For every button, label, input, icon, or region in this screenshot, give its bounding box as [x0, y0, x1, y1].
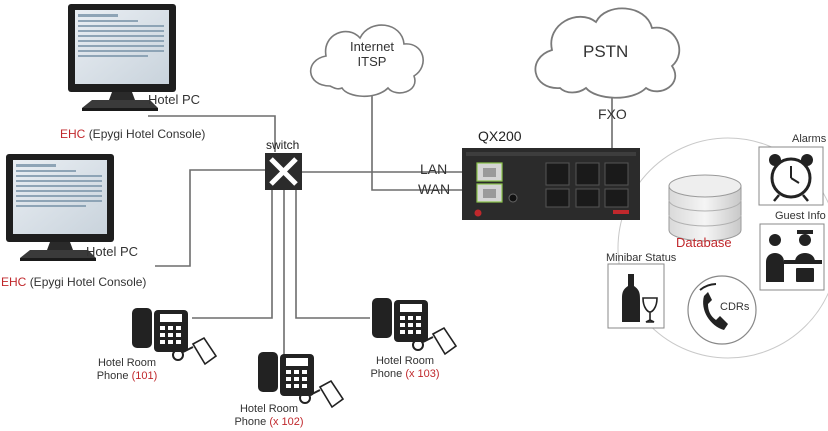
connection-lines	[148, 90, 613, 383]
phone-102-line1: Hotel Room	[239, 403, 299, 415]
alarms-label: Alarms	[792, 133, 827, 145]
phone-103-extension: (x 103)	[405, 367, 440, 380]
guest-info-icon	[759, 223, 825, 291]
lan-label: LAN	[420, 161, 448, 177]
switch-to-phone103-line	[295, 190, 370, 319]
phone-103-icon	[372, 298, 428, 342]
hotel-pc-2-console-label: EHC (Epygi Hotel Console)	[1, 275, 147, 290]
qx200-device-icon	[462, 148, 640, 220]
internet-label: Internet	[349, 39, 395, 54]
cdrs-label: CDRs	[720, 301, 750, 313]
phone-102-label: Hotel Room Phone (x 102)	[228, 403, 310, 428]
wan-label: WAN	[418, 181, 451, 197]
switch-label: switch	[266, 138, 300, 152]
minibar-icon	[607, 263, 665, 329]
room-key-103-icon	[412, 326, 458, 356]
switch-to-phone102-line	[283, 190, 312, 383]
phone-103-label: Hotel Room Phone (x 103)	[364, 355, 446, 380]
internet-to-wan-line	[371, 92, 462, 191]
ehc-tag: EHC	[60, 127, 86, 141]
ehc-tag: EHC	[1, 275, 27, 289]
phone-101-prefix: Phone	[96, 369, 132, 382]
pstn-cloud	[534, 7, 681, 99]
hotel-pc-1-monitor	[68, 4, 176, 111]
internet-cloud	[309, 24, 424, 98]
ehc-desc: (Epygi Hotel Console)	[29, 275, 147, 289]
database-icon	[668, 174, 742, 242]
hotel-pc-1-console-label: EHC (Epygi Hotel Console)	[60, 127, 206, 142]
itsp-label: ITSP	[357, 53, 387, 69]
pc1-to-switch-line	[148, 115, 276, 152]
hotel-pc-2-label: Hotel PC	[86, 244, 139, 259]
ehc-desc: (Epygi Hotel Console)	[88, 127, 206, 141]
phone-103-line1: Hotel Room	[375, 355, 435, 367]
database-label: Database	[676, 235, 732, 250]
phone-101-icon	[132, 308, 188, 352]
pstn-label: PSTN	[583, 42, 629, 61]
pc2-to-switch-line	[155, 169, 265, 267]
switch-icon	[265, 153, 302, 190]
fxo-label: FXO	[598, 106, 627, 122]
internet-cloud-label: Internet ITSP	[336, 39, 408, 70]
phone-102-prefix: Phone	[234, 415, 270, 428]
phone-101-label: Hotel Room Phone (101)	[88, 357, 166, 382]
cdr-icon	[687, 275, 757, 345]
room-key-102-icon	[299, 379, 345, 409]
hotel-pc-1-label: Hotel PC	[148, 92, 201, 107]
device-name-label: QX200	[478, 128, 522, 144]
phone-102-icon	[258, 352, 314, 396]
room-key-101-icon	[172, 336, 218, 366]
services-ring	[617, 137, 828, 359]
hotel-pc-2-monitor	[6, 154, 114, 261]
phone-103-prefix: Phone	[370, 367, 406, 380]
switch-to-phone101-line	[192, 190, 273, 319]
alarm-clock-icon	[758, 146, 824, 206]
guest-info-label: Guest Info	[775, 210, 826, 222]
minibar-label: Minibar Status	[606, 252, 677, 264]
phone-102-extension: (x 102)	[269, 415, 304, 428]
phone-101-line1: Hotel Room	[97, 357, 157, 369]
phone-101-extension: (101)	[131, 369, 158, 382]
